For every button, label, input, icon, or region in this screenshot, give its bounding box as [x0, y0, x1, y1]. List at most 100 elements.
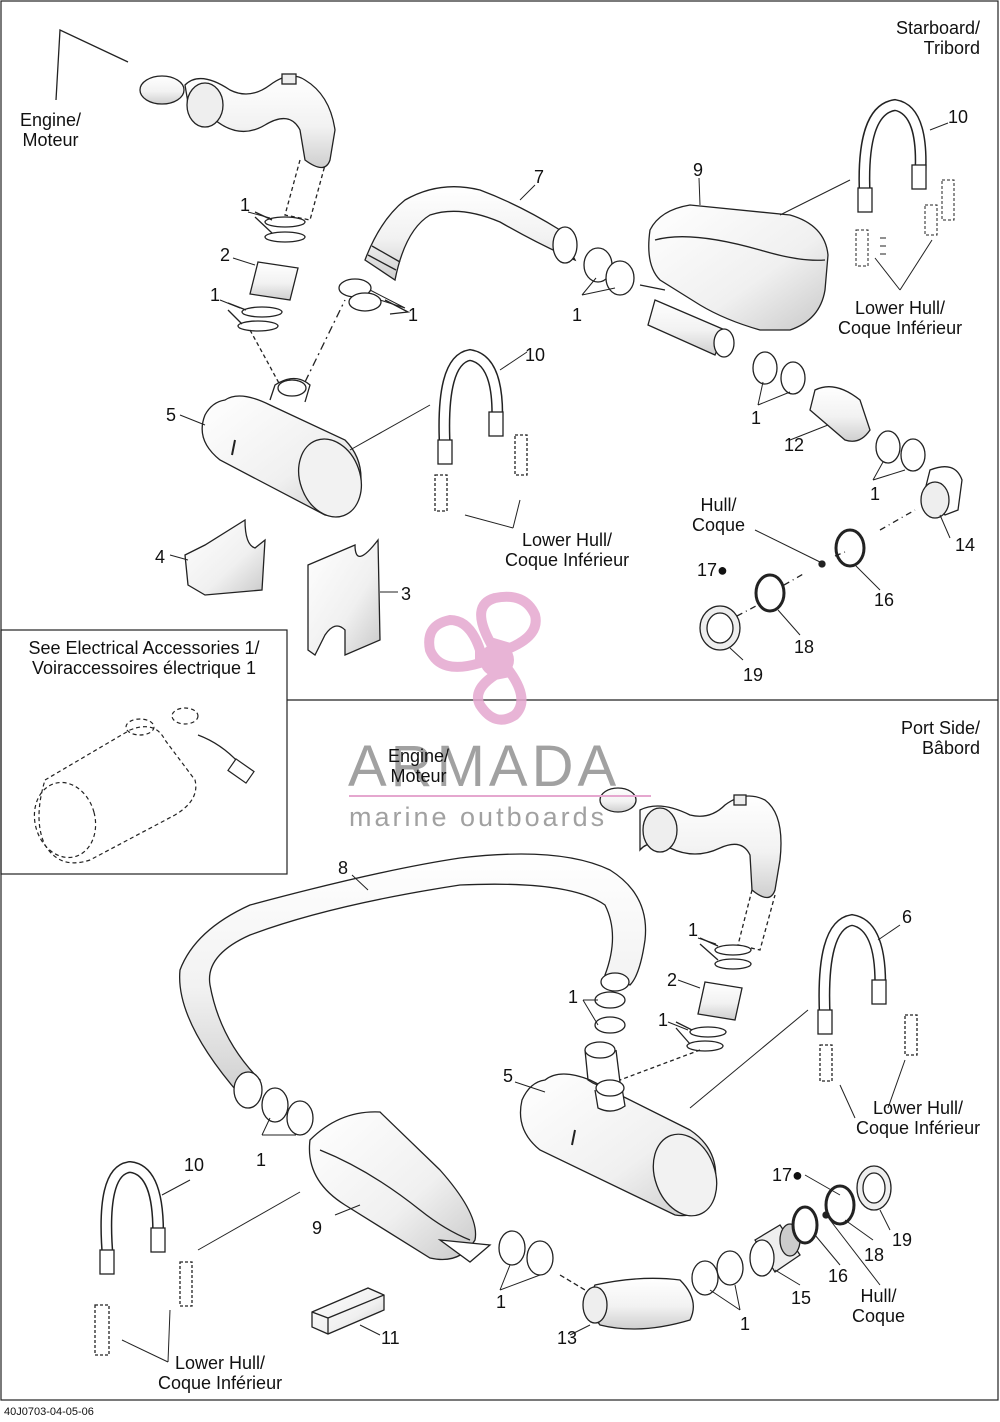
starboard-hull-line1: Hull/	[700, 495, 737, 515]
callout: 10	[525, 345, 546, 365]
diagram-code: 40J0703-04-05-06	[4, 1406, 94, 1418]
sleeve-starboard	[249, 261, 299, 301]
callout: 15	[791, 1288, 812, 1308]
callout: 1	[240, 195, 251, 215]
starboard-engine-line1: Engine/	[20, 110, 82, 130]
port-hull-label: Hull/ Coque	[852, 1286, 905, 1326]
sleeve-port	[697, 981, 743, 1021]
pipe-port-8	[178, 853, 647, 1109]
callout: 1	[658, 1010, 669, 1030]
port-lower-hull-b-label: Lower Hull/ Coque Inférieur	[158, 1353, 282, 1393]
starboard-engine-label: Engine/ Moteur	[20, 110, 81, 150]
starboard-lower-hull-a-line2: Coque Inférieur	[838, 318, 963, 338]
callout: 18	[864, 1245, 885, 1265]
clamps-starboard-lower	[227, 302, 283, 332]
callout: 14	[955, 535, 976, 555]
bracket-3	[307, 538, 381, 656]
callout: 2	[220, 245, 231, 265]
clamps-port-mid	[261, 991, 626, 1136]
port-lower-hull-a-line2: Coque Inférieur	[856, 1118, 981, 1138]
port-side-line2: Bâbord	[921, 738, 980, 758]
callout: 2	[667, 970, 678, 990]
muffler-starboard	[201, 377, 362, 518]
watermark-brand: ARMADA	[348, 734, 621, 799]
callout: 1	[870, 484, 881, 504]
callout: 1	[568, 987, 579, 1007]
callout: 7	[534, 167, 545, 187]
callout: 1	[210, 285, 221, 305]
callout: 5	[166, 405, 177, 425]
callout: 3	[401, 584, 412, 604]
clamps-starboard-upper	[254, 211, 306, 243]
callout: 4	[155, 547, 166, 567]
starboard-lower-hull-a-line1: Lower Hull/	[855, 298, 946, 318]
callout: 17	[772, 1165, 793, 1185]
callout: 19	[892, 1230, 913, 1250]
port-side-line1: Port Side/	[900, 718, 980, 738]
brackets-starboard-right	[855, 179, 955, 267]
starboard-lower-hull-a-label: Lower Hull/ Coque Inférieur	[838, 298, 962, 338]
inset-line1: See Electrical Accessories 1/	[28, 638, 260, 658]
callout: 8	[338, 858, 349, 878]
callout: 12	[784, 435, 805, 455]
pipe-starboard-7	[364, 186, 578, 282]
strap-port-6	[817, 913, 918, 1082]
outlet-starboard	[647, 299, 963, 519]
callout: 16	[828, 1266, 849, 1286]
clamps-port-lower	[675, 1021, 727, 1052]
bracket-4	[184, 518, 266, 596]
engine-elbow-port	[599, 787, 782, 899]
starboard-lower-hull-b-line1: Lower Hull/	[522, 530, 613, 550]
strap-starboard-right	[857, 98, 927, 213]
callout: 16	[874, 590, 895, 610]
port-hull-line2: Coque	[852, 1306, 906, 1326]
callout: 10	[184, 1155, 205, 1175]
callout: 17	[697, 560, 718, 580]
port-lower-hull-a-line1: Lower Hull/	[873, 1098, 964, 1118]
engine-elbow-starboard	[139, 73, 336, 169]
starboard-side-label: Starboard/ Tribord	[896, 18, 980, 58]
callout: 11	[381, 1328, 400, 1348]
inset-muffler	[33, 707, 255, 864]
callout: 19	[743, 665, 764, 685]
leaders-port	[121, 874, 906, 1363]
callout: 1	[408, 305, 419, 325]
starboard-hull-label: Hull/ Coque	[692, 495, 745, 535]
port-section	[94, 787, 918, 1363]
port-side-label: Port Side/ Bâbord	[901, 718, 980, 758]
elbow-port-13	[498, 1230, 744, 1330]
starboard-hull-line2: Coque	[692, 515, 746, 535]
starboard-side-line1: Starboard/	[895, 18, 980, 38]
callout-with-drop: 17●	[772, 1165, 803, 1185]
callout: 1	[740, 1314, 751, 1334]
callout: 1	[572, 305, 583, 325]
strap-port-10	[94, 1160, 193, 1356]
callout: 1	[256, 1150, 267, 1170]
muffler-port	[519, 1041, 718, 1217]
callout: 1	[496, 1292, 507, 1312]
resonator-starboard	[639, 204, 829, 331]
resonator-port	[308, 1111, 492, 1263]
drop-icon: ●	[792, 1165, 803, 1185]
inset-line2: Voiraccessoires électrique 1	[31, 658, 257, 678]
clamps-port-upper	[699, 937, 752, 970]
port-engine-line1: Engine/	[388, 746, 450, 766]
watermark-tagline: marine outboards	[349, 802, 608, 832]
outlet-port-15	[749, 1165, 892, 1277]
callout: 10	[948, 107, 969, 127]
leaders-starboard	[169, 122, 951, 661]
starboard-engine-line2: Moteur	[22, 130, 79, 150]
inset-label: See Electrical Accessories 1/ Voiraccess…	[4, 638, 284, 678]
port-lower-hull-b-line2: Coque Inférieur	[158, 1373, 283, 1393]
callout: 6	[902, 907, 913, 927]
strap-starboard-mid	[434, 348, 528, 512]
callout: 5	[503, 1066, 514, 1086]
starboard-lower-hull-b-label: Lower Hull/ Coque Inférieur	[505, 530, 629, 570]
callout-with-drop: 17●	[697, 560, 728, 580]
callout: 18	[794, 637, 815, 657]
port-engine-label: Engine/ Moteur	[388, 746, 449, 786]
drop-icon: ●	[717, 560, 728, 580]
watermark-propeller-icon	[424, 591, 541, 725]
